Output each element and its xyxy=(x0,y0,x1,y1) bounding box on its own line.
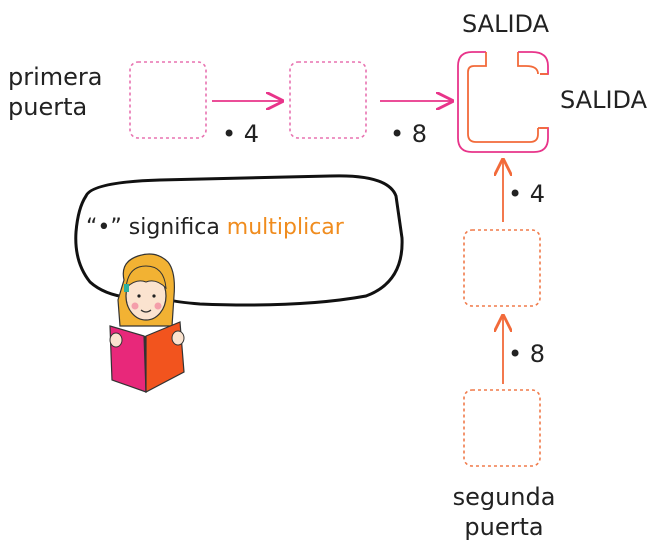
second-step-operation: • 8 xyxy=(390,120,428,148)
lower-vertical-operation: • 8 xyxy=(508,340,546,368)
second-door-label-line1: segunda xyxy=(452,483,556,511)
speech-bubble-text: “•” significa multiplicar xyxy=(86,214,344,242)
first-step-operation: • 4 xyxy=(222,120,260,148)
exit-label-right: SALIDA xyxy=(560,86,648,114)
middle-box xyxy=(289,61,367,139)
first-door-label-line2: puerta xyxy=(8,93,88,121)
first-door-label: primera puerta xyxy=(8,62,148,122)
exit-label-top: SALIDA xyxy=(462,10,550,38)
first-input-box xyxy=(129,61,207,139)
output-box xyxy=(457,51,549,153)
reading-girl-illustration xyxy=(109,253,185,393)
first-door-label-line1: primera xyxy=(8,63,103,91)
speech-bubble-prefix: “•” significa xyxy=(86,215,227,240)
vertical-middle-box xyxy=(463,229,541,307)
speech-bubble-highlight: multiplicar xyxy=(226,215,344,240)
second-door-label: segunda puerta xyxy=(444,482,564,542)
upper-vertical-operation: • 4 xyxy=(508,180,546,208)
second-door-label-line2: puerta xyxy=(464,513,544,541)
second-input-box xyxy=(463,389,541,467)
